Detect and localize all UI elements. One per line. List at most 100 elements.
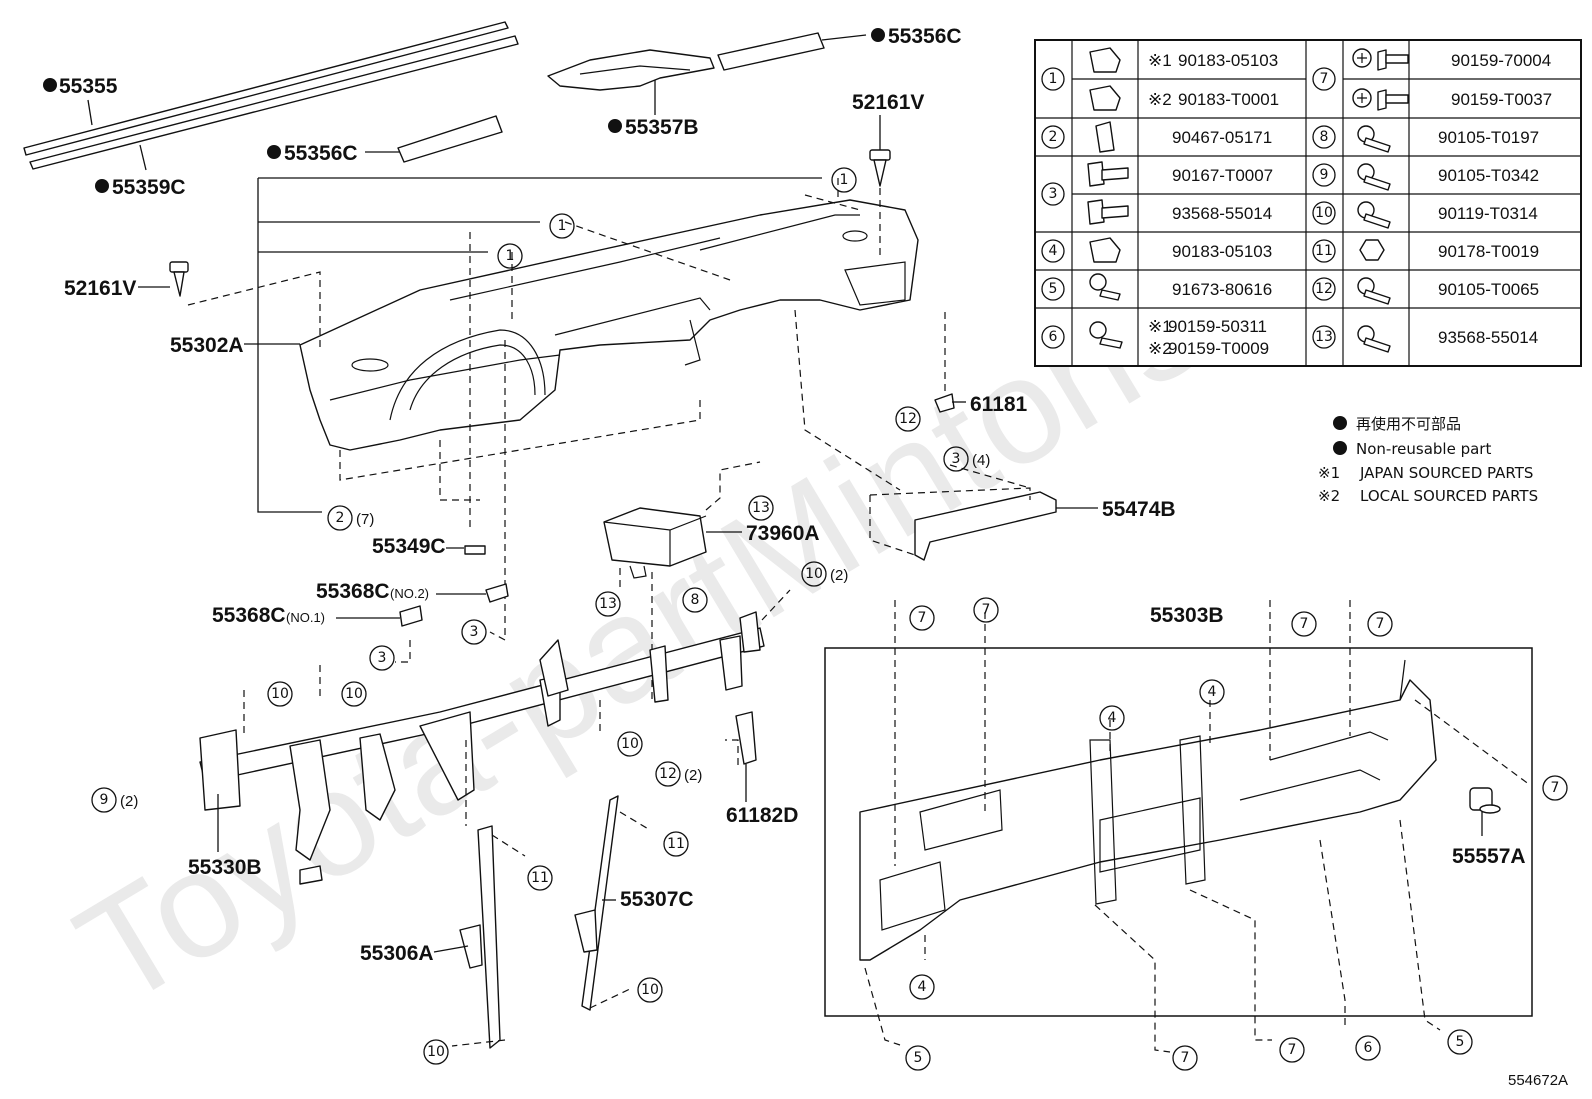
clip-52161v-left — [169, 261, 189, 297]
svg-text:4: 4 — [918, 979, 927, 995]
svg-text:7: 7 — [1320, 71, 1329, 87]
callout-7: 7 — [1542, 775, 1568, 801]
screw-head-icon — [1352, 48, 1409, 71]
screw-icon — [1087, 161, 1129, 187]
svg-text:52161V: 52161V — [64, 277, 136, 300]
svg-text:90183-05103: 90183-05103 — [1172, 242, 1272, 261]
svg-text:55307C: 55307C — [620, 888, 694, 911]
svg-text:13: 13 — [599, 596, 617, 612]
label-55357B: 55357B — [608, 80, 699, 139]
svg-text:55474B: 55474B — [1102, 498, 1176, 521]
callouts: 1 1 1 2(7) 12 3(4) 13 13 8 10(2) 3 3 10 … — [91, 167, 1568, 1071]
callout-10: 10 — [341, 681, 367, 707]
callout-1: 1 — [831, 167, 857, 193]
svg-text:3: 3 — [470, 624, 479, 640]
bolt-icon — [1357, 201, 1391, 229]
bracket-61182d — [735, 711, 757, 765]
svg-text:4: 4 — [1049, 243, 1058, 259]
clip-nut-icon — [1089, 47, 1121, 73]
svg-text:10: 10 — [621, 736, 639, 752]
callout-12: 12(2) — [655, 761, 702, 787]
svg-text:※2: ※2 — [1318, 487, 1340, 505]
svg-text:13: 13 — [1315, 329, 1333, 345]
svg-text:LOCAL SOURCED PARTS: LOCAL SOURCED PARTS — [1360, 487, 1538, 505]
label-55307C: 55307C — [602, 888, 694, 911]
svg-text:※1: ※1 — [1148, 317, 1172, 336]
callout-4: 4 — [1199, 679, 1225, 705]
label-55303B: 55303B — [1150, 604, 1224, 627]
svg-text:5: 5 — [1456, 1034, 1465, 1050]
table-num-3: 3 — [1041, 182, 1065, 206]
svg-text:6: 6 — [1049, 329, 1058, 345]
svg-text:7: 7 — [918, 610, 927, 626]
instrument-panel-upper — [299, 199, 919, 451]
table-num-8: 8 — [1312, 125, 1336, 149]
label-55356C-top: 55356C — [821, 25, 962, 48]
table-num-6: 6 — [1041, 325, 1065, 349]
callout-7: 7 — [1367, 611, 1393, 637]
nut-icon — [1359, 239, 1385, 261]
svg-text:10: 10 — [641, 982, 659, 998]
callout-7: 7 — [909, 605, 935, 631]
svg-text:再使用不可部品: 再使用不可部品 — [1356, 415, 1461, 433]
svg-text:5: 5 — [914, 1050, 923, 1066]
table-num-13: 13 — [1312, 325, 1336, 349]
table-num-5: 5 — [1041, 277, 1065, 301]
bolt-icon — [1357, 163, 1391, 191]
svg-text:55368C: 55368C — [212, 604, 286, 627]
bolt-icon — [1089, 273, 1121, 301]
svg-text:8: 8 — [691, 592, 700, 608]
callout-11: 11 — [527, 865, 553, 891]
svg-text:3: 3 — [952, 451, 961, 467]
svg-text:55306A: 55306A — [360, 942, 434, 965]
svg-text:90183-05103: 90183-05103 — [1178, 51, 1278, 70]
label-55557A: 55557A — [1452, 812, 1526, 868]
callout-11: 11 — [663, 831, 689, 857]
label-55349C: 55349C — [372, 535, 464, 558]
svg-text:90105-T0197: 90105-T0197 — [1438, 128, 1539, 147]
callout-13: 13 — [595, 591, 621, 617]
svg-text:55359C: 55359C — [112, 176, 186, 199]
callout-7: 7 — [1291, 611, 1317, 637]
svg-text:55330B: 55330B — [188, 856, 262, 879]
callout-3: 3(4) — [943, 446, 990, 472]
svg-text:90167-T0007: 90167-T0007 — [1172, 166, 1273, 185]
clip-nut-icon — [1089, 237, 1121, 263]
label-55368C-no2: 55368C(NO.2) — [316, 580, 486, 603]
label-55356C-mid: 55356C — [267, 142, 400, 165]
svg-text:11: 11 — [667, 836, 685, 852]
callout-7: 7 — [973, 597, 999, 623]
airbag-module-73960a — [603, 461, 761, 700]
svg-text:55368C: 55368C — [316, 580, 390, 603]
callout-6: 6 — [1355, 1035, 1381, 1061]
svg-text:90119-T0314: 90119-T0314 — [1438, 204, 1538, 223]
svg-text:12: 12 — [899, 411, 917, 427]
svg-text:8: 8 — [1320, 129, 1329, 145]
svg-text:2: 2 — [1049, 129, 1058, 145]
callout-10: 10 — [267, 681, 293, 707]
label-52161V-right: 52161V — [852, 91, 924, 150]
svg-text:10: 10 — [1315, 205, 1333, 221]
svg-text:55302A: 55302A — [170, 334, 244, 357]
svg-text:10: 10 — [427, 1044, 445, 1060]
svg-text:(2): (2) — [120, 793, 138, 810]
svg-text:7: 7 — [1300, 616, 1309, 632]
svg-text:7: 7 — [982, 602, 991, 618]
callout-7: 7 — [1279, 1037, 1305, 1063]
svg-text:55357B: 55357B — [625, 116, 699, 139]
pad-55349c — [464, 545, 486, 555]
svg-text:JAPAN SOURCED PARTS: JAPAN SOURCED PARTS — [1359, 464, 1533, 482]
bolt-icon — [1357, 277, 1391, 305]
svg-text:10: 10 — [345, 686, 363, 702]
callout-1: 1 — [497, 243, 523, 269]
table-num-2: 2 — [1041, 125, 1065, 149]
svg-text:5: 5 — [1049, 281, 1058, 297]
svg-text:7: 7 — [1288, 1042, 1297, 1058]
brace-55307c — [574, 795, 651, 1011]
svg-text:4: 4 — [1108, 710, 1117, 726]
part-labels: 55355 55359C 55356C 55357B 55356C 52161V… — [43, 25, 1526, 965]
svg-text:※2: ※2 — [1148, 339, 1172, 358]
svg-text:(NO.1): (NO.1) — [286, 610, 325, 625]
callout-7: 7 — [1172, 1045, 1198, 1071]
